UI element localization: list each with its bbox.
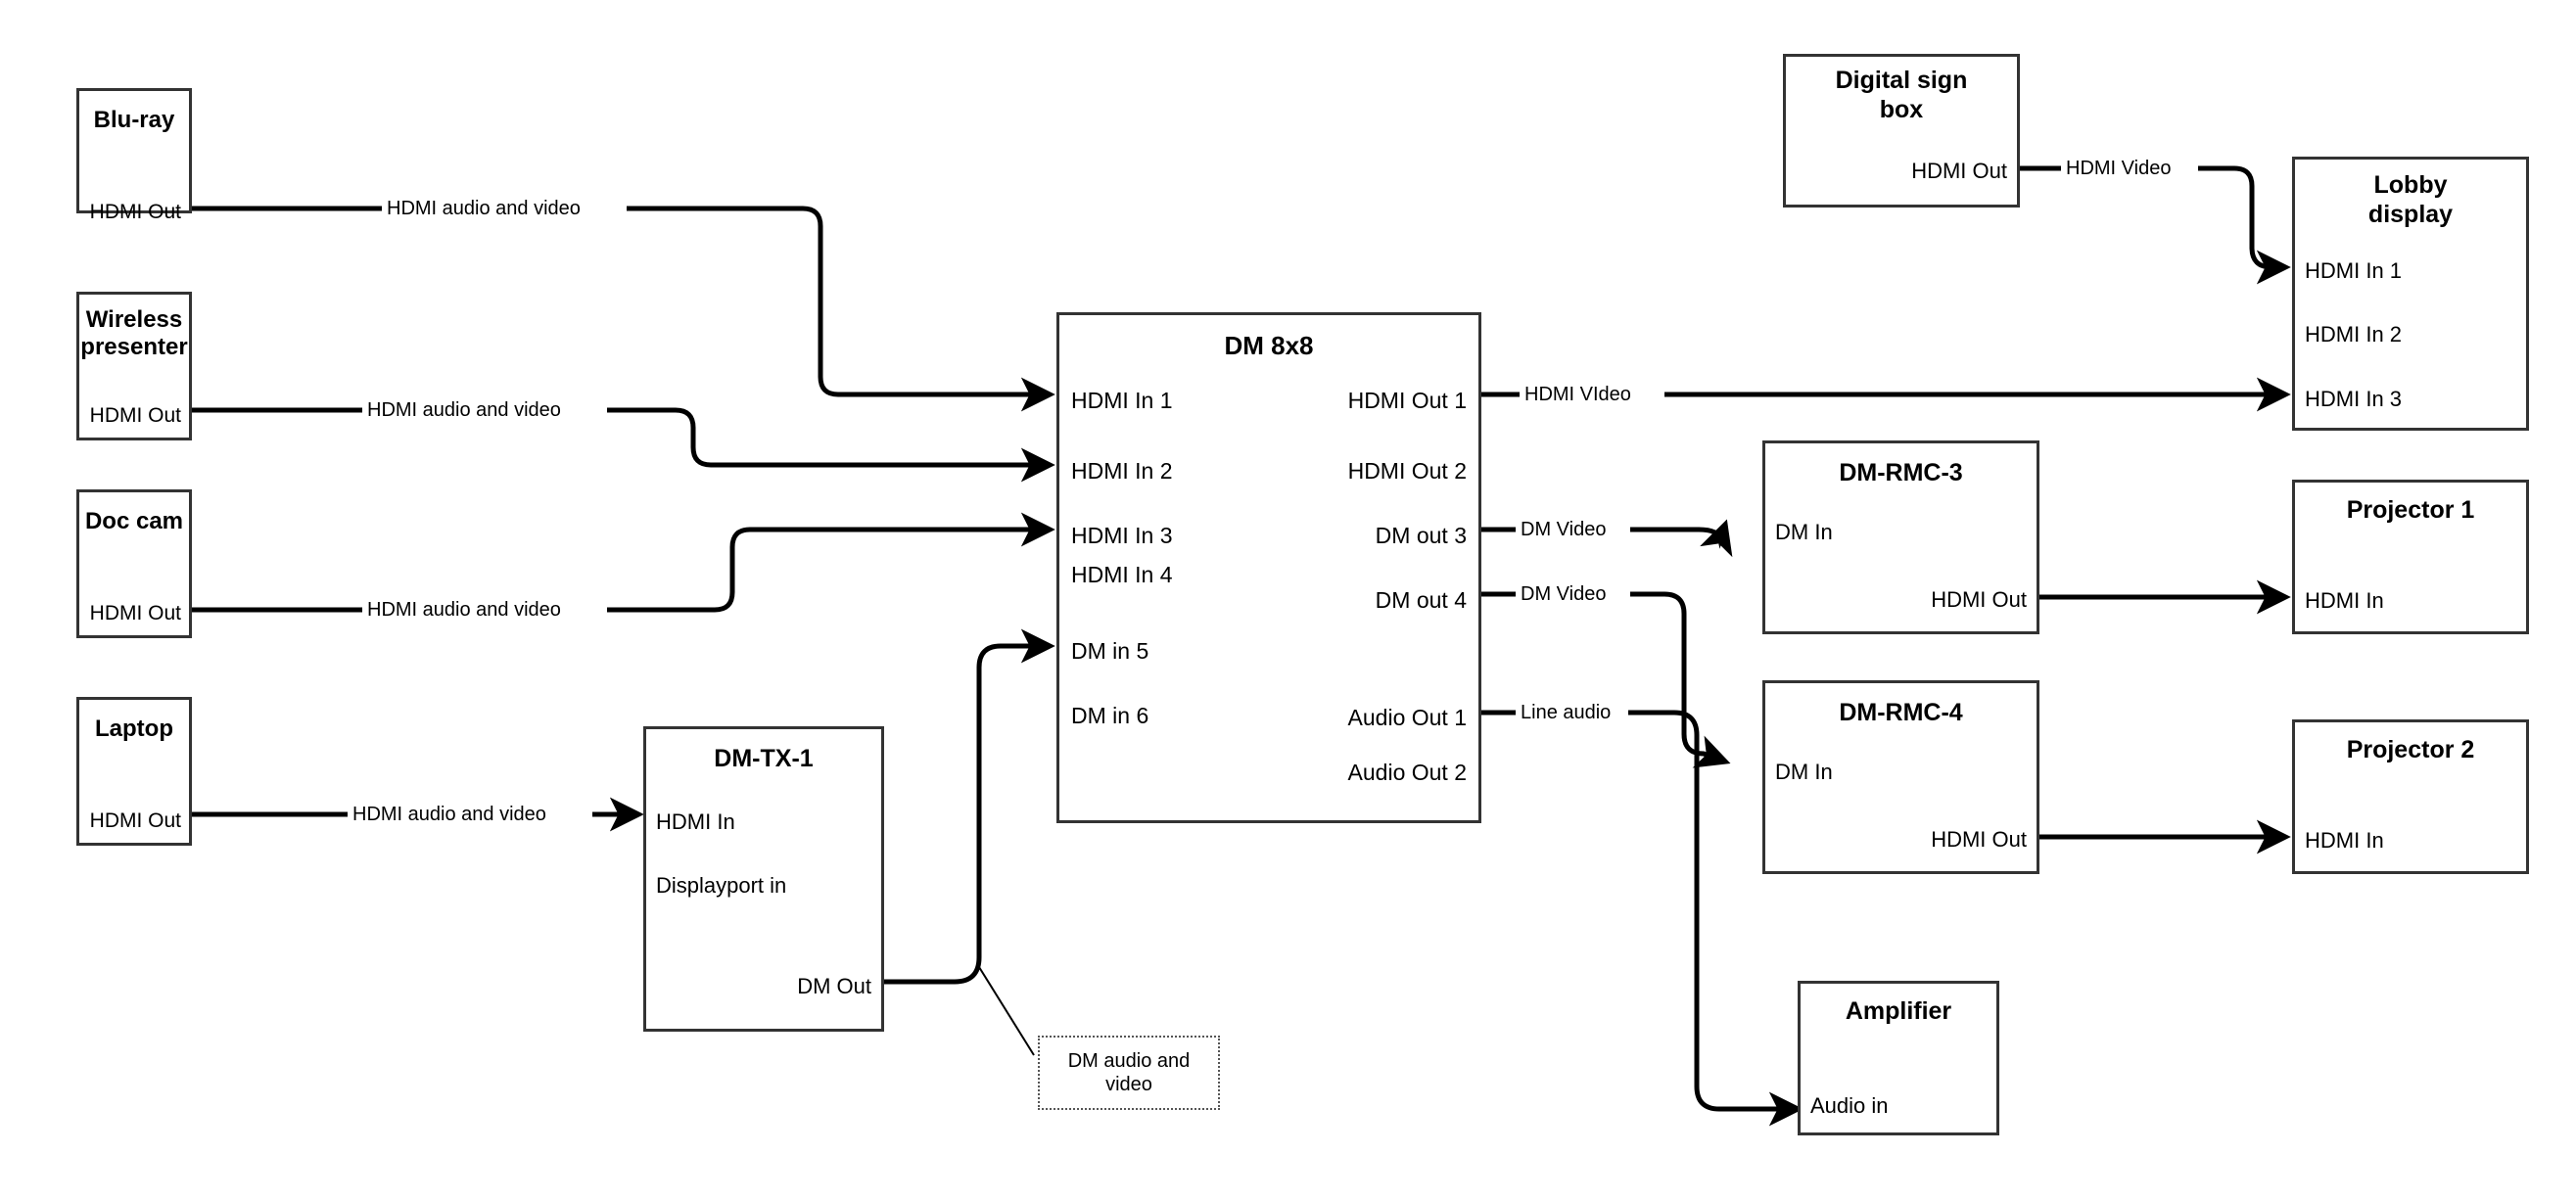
node-dm-8x8-output-audio-out-2: Audio Out 2 [1347,760,1467,785]
node-projector-2-title: Projector 2 [2346,736,2475,763]
note-dm-audio-and-video-text: DM audio and video [1067,1050,1191,1095]
node-projector-1[interactable]: Projector 1 HDMI In [2292,480,2529,634]
edge-label-laptop-to-dmtx1: HDMI audio and video [349,805,550,824]
node-amplifier-port-audio-in: Audio in [1810,1093,1889,1118]
edge-label-doccam-to-dm8x8: HDMI audio and video [363,600,565,620]
node-dm-8x8-output-hdmi-out-2: HDMI Out 2 [1347,458,1467,484]
edge-dmtx1-to-dm8x8 [884,628,1055,985]
edge-digitalsign-to-lobby [2020,165,2285,267]
node-dm-rmc-3-title: DM-RMC-3 [1839,459,1963,486]
node-dm-8x8-input-hdmi-in-1: HDMI In 1 [1071,388,1173,413]
edge-label-digitalsign-to-lobby: HDMI Video [2062,159,2176,178]
node-dm-tx-1-port-dm-out: DM Out [797,974,871,998]
node-dm-8x8-input-hdmi-in-4: HDMI In 4 [1071,562,1173,587]
node-laptop-title: Laptop [95,716,173,742]
node-laptop-port-hdmi-out: HDMI Out [89,809,181,832]
node-projector-1-title: Projector 1 [2346,496,2475,524]
node-dm-tx-1-port-hdmi-in: HDMI In [656,809,735,834]
node-lobby-display-input-hdmi-in-1: HDMI In 1 [2305,258,2403,283]
edge-wireless-to-dm8x8 [192,407,1050,465]
node-laptop[interactable]: Laptop HDMI Out [76,697,192,846]
node-digital-sign-box[interactable]: Digital sign box HDMI Out [1783,54,2020,208]
node-dm-tx-1[interactable]: DM-TX-1 HDMI In Displayport in DM Out [643,726,884,1032]
node-wireless-presenter-port-hdmi-out: HDMI Out [89,404,181,427]
node-dm-8x8-input-dm-in-6: DM in 6 [1071,703,1149,728]
node-dm-rmc-4-port-dm-in: DM In [1775,760,1833,784]
node-dm-8x8-output-audio-out-1: Audio Out 1 [1347,705,1467,730]
node-dm-8x8[interactable]: DM 8x8 HDMI In 1 HDMI In 2 HDMI In 3 HDM… [1056,312,1481,823]
node-bluray-port-hdmi-out: HDMI Out [89,201,181,223]
node-projector-1-port-hdmi-in: HDMI In [2305,588,2384,613]
node-projector-2[interactable]: Projector 2 HDMI In [2292,719,2529,874]
node-dm-8x8-output-dm-out-3: DM out 3 [1375,523,1467,548]
node-wireless-presenter-title: Wireless presenter [80,306,188,361]
node-doc-cam-port-hdmi-out: HDMI Out [89,602,181,624]
node-dm-8x8-input-hdmi-in-2: HDMI In 2 [1071,458,1173,484]
node-digital-sign-box-title: Digital sign box [1835,67,1968,123]
node-doc-cam[interactable]: Doc cam HDMI Out [76,489,192,638]
node-dm-tx-1-port-displayport-in: Displayport in [656,873,787,898]
node-doc-cam-title: Doc cam [84,508,184,534]
node-dm-rmc-4-title: DM-RMC-4 [1839,699,1963,726]
node-dm-rmc-4-port-hdmi-out: HDMI Out [1931,827,2027,852]
edge-label-bluray-to-dm8x8: HDMI audio and video [383,199,585,218]
node-lobby-display-input-hdmi-in-2: HDMI In 2 [2305,322,2403,346]
node-dm-rmc-3-port-dm-in: DM In [1775,520,1833,544]
node-bluray-title: Blu-ray [93,107,175,133]
edge-dm8x8-to-amplifier [1481,710,1798,1109]
leader-line-dm-audio-video-note [978,966,1035,1056]
node-dm-8x8-output-hdmi-out-1: HDMI Out 1 [1347,388,1467,413]
edge-dm8x8-to-dmrmc4 [1481,591,1725,762]
edge-label-dm8x8-to-dmrmc4: DM Video [1517,584,1611,604]
node-dm-8x8-title: DM 8x8 [1224,331,1314,360]
note-dm-audio-and-video: DM audio and video [1038,1036,1220,1110]
node-amplifier-title: Amplifier [1845,997,1952,1025]
node-dm-rmc-4[interactable]: DM-RMC-4 DM In HDMI Out [1762,680,2039,874]
node-dm-rmc-3[interactable]: DM-RMC-3 DM In HDMI Out [1762,440,2039,634]
node-digital-sign-box-port-hdmi-out: HDMI Out [1911,159,2007,183]
node-bluray[interactable]: Blu-ray HDMI Out [76,88,192,222]
edge-bluray-to-dm8x8 [192,206,1050,394]
edge-label-wireless-to-dm8x8: HDMI audio and video [363,400,565,420]
edge-doccam-to-dm8x8 [192,530,1050,613]
node-wireless-presenter[interactable]: Wireless presenter HDMI Out [76,292,192,440]
node-lobby-display-title: Lobby display [2367,171,2454,228]
edge-label-dm8x8-to-lobby: HDMI VIdeo [1521,385,1635,404]
node-lobby-display-input-hdmi-in-3: HDMI In 3 [2305,387,2403,411]
node-dm-tx-1-title: DM-TX-1 [714,745,814,772]
node-dm-rmc-3-port-hdmi-out: HDMI Out [1931,587,2027,612]
node-dm-8x8-input-hdmi-in-3: HDMI In 3 [1071,523,1173,548]
edge-label-dm8x8-to-amplifier: Line audio [1517,703,1616,722]
node-lobby-display[interactable]: Lobby display HDMI In 1 HDMI In 2 HDMI I… [2292,157,2529,431]
node-dm-8x8-output-dm-out-4: DM out 4 [1375,587,1467,613]
node-projector-2-port-hdmi-in: HDMI In [2305,828,2384,853]
edge-label-dm8x8-to-dmrmc3: DM Video [1517,520,1611,539]
node-amplifier[interactable]: Amplifier Audio in [1798,981,1999,1135]
node-dm-8x8-input-dm-in-5: DM in 5 [1071,638,1149,664]
edge-dm8x8-to-dmrmc3 [1481,525,1725,539]
